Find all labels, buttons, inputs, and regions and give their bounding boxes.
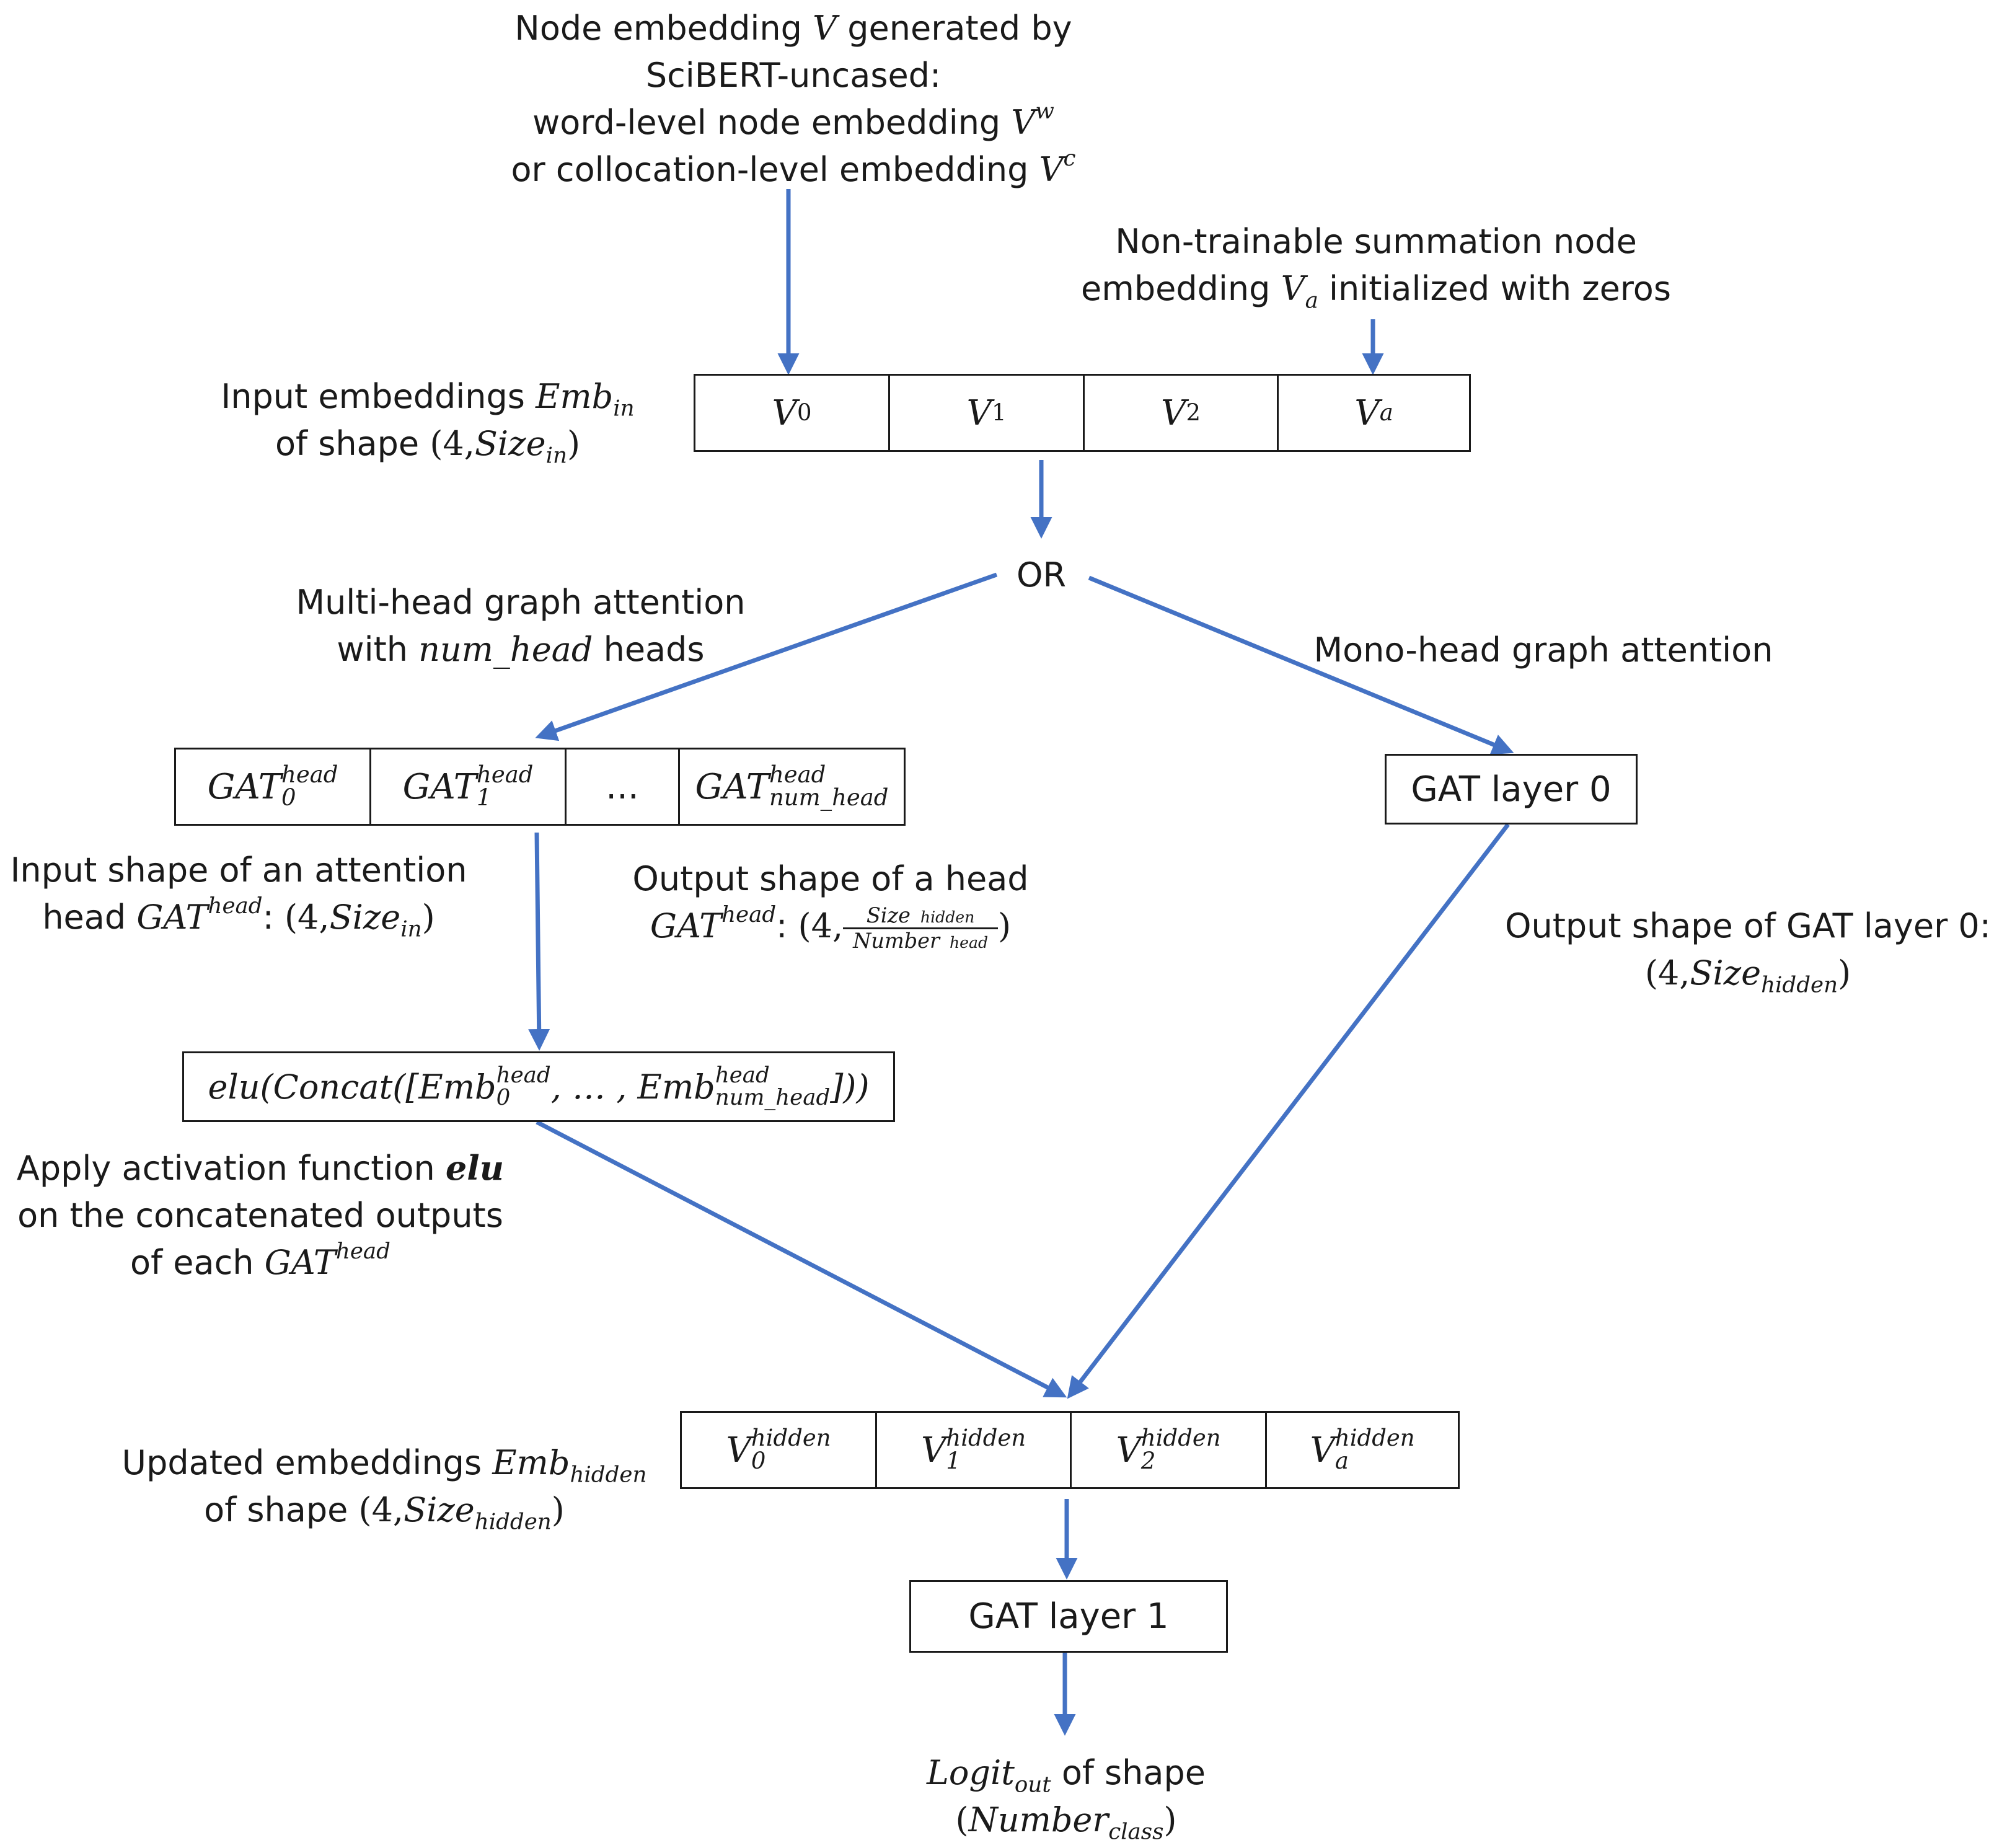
arrow-elu-to-hidden bbox=[536, 1120, 1067, 1398]
gat-layer-0-label: GAT layer 0 bbox=[1411, 769, 1612, 810]
multi-head-label: Multi-head graph attention with num_head… bbox=[296, 583, 746, 669]
activation-function-label: Apply activation function elu on the con… bbox=[16, 1148, 505, 1282]
arrow-or-to-gat-layer-0 bbox=[1088, 575, 1514, 755]
gat-layer-1-label: GAT layer 1 bbox=[968, 1596, 1169, 1637]
summation-node-label: Non-trainable summation node embedding V… bbox=[1081, 222, 1671, 314]
mono-head-label: Mono-head graph attention bbox=[1313, 630, 1773, 670]
arrow-gat0-to-hidden bbox=[1067, 823, 1510, 1399]
arrow-heads-to-elu bbox=[528, 832, 550, 1051]
updated-embeddings-label: Updated embeddings Embhidden of shape (4… bbox=[121, 1443, 647, 1535]
input-embeddings-label: Input embeddings Embin of shape (4,Sizei… bbox=[221, 377, 635, 469]
or-label: OR bbox=[1016, 555, 1067, 595]
input-shape-head-label: Input shape of an attention head GAThead… bbox=[10, 851, 467, 942]
output-shape-gat0-label: Output shape of GAT layer 0: (4,Sizehidd… bbox=[1504, 906, 1991, 998]
logit-output-label: Logitout of shape (Numberclass) bbox=[927, 1753, 1206, 1845]
arrow-or-to-multi-head bbox=[535, 572, 998, 741]
node-embedding-label: Node embedding V generated by SciBERT-un… bbox=[511, 9, 1076, 189]
gat-layer-0-box: GAT layer 0 bbox=[1385, 754, 1638, 825]
gat-layer-1-box: GAT layer 1 bbox=[909, 1580, 1228, 1653]
gat-head-ellipsis: ... bbox=[567, 749, 680, 824]
